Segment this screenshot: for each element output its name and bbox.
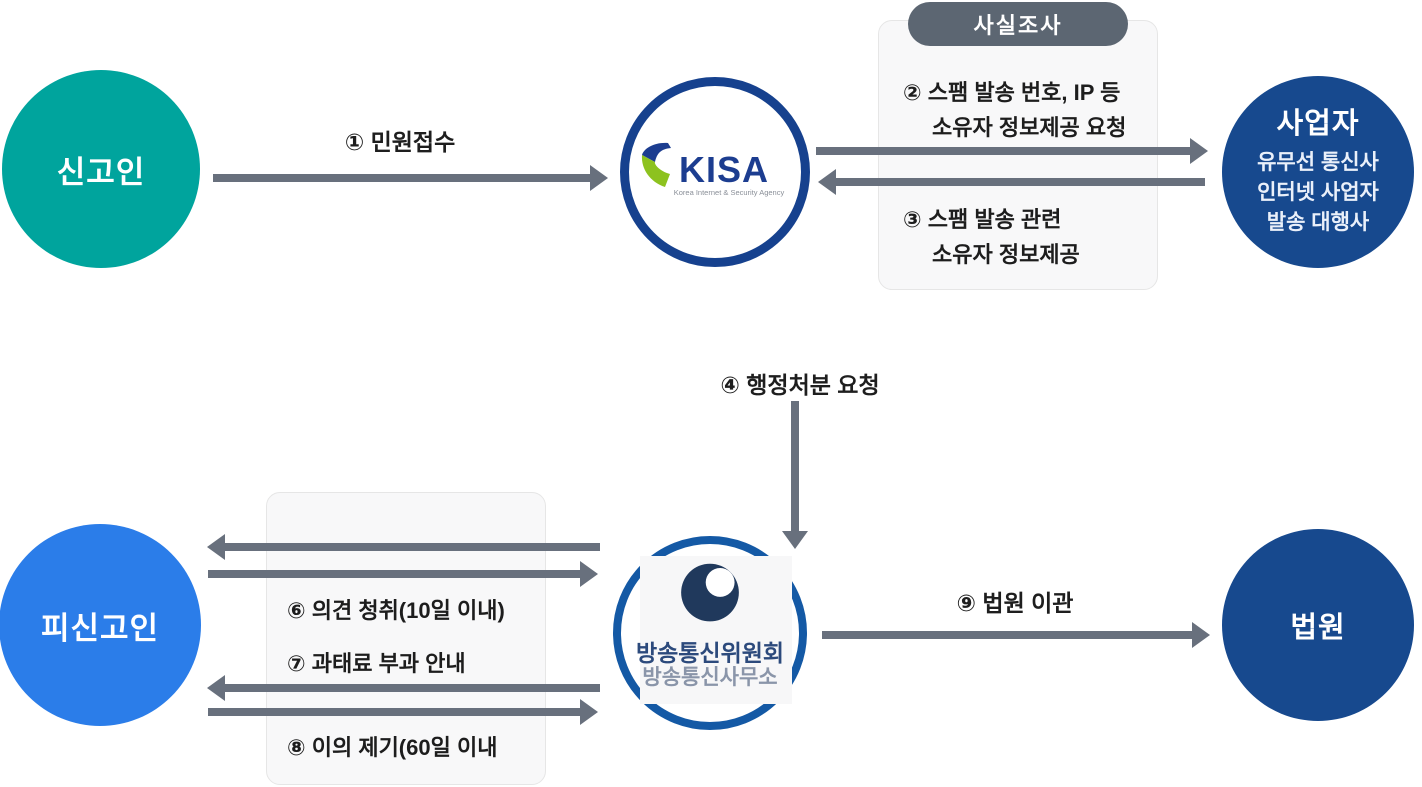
arrow-shaft (208, 708, 580, 716)
step2-line1: ② 스팸 발송 번호, IP 등 (903, 80, 1121, 105)
arrow-right-icon (580, 561, 598, 587)
sanction-procedure-box (266, 492, 546, 785)
reporter-label: 신고인 (56, 154, 146, 190)
kisa-node: KISA Korea Internet & Security Agency (620, 77, 810, 267)
arrow-shaft (816, 147, 1190, 155)
kisa-logo-icon: KISA Korea Internet & Security Agency (641, 142, 785, 197)
step1-label: ① 민원접수 (344, 129, 456, 155)
court-node: 법원 (1222, 529, 1414, 721)
kisa-subtitle: Korea Internet & Security Agency (674, 188, 785, 197)
arrow-right-icon (590, 165, 608, 191)
kcc-name: 방송통신위원회 (635, 640, 785, 666)
arrow-right-icon (1192, 622, 1210, 648)
arrow-shaft (213, 174, 590, 182)
arrow-left-icon (207, 534, 225, 560)
arrow-left-icon (207, 675, 225, 701)
business-line-telecom: 유무선 통신사 (1257, 151, 1379, 174)
fact-check-badge-label: 사실조사 (973, 13, 1063, 38)
arrow-shaft (791, 401, 799, 531)
business-line-agency: 발송 대행사 (1266, 211, 1370, 234)
step2-line2: 소유자 정보제공 요청 (932, 115, 1127, 140)
fact-check-badge: 사실조사 (908, 2, 1128, 46)
step7-label: ⑦ 과태료 부과 안내 (287, 651, 466, 676)
arrow-right-icon (580, 699, 598, 725)
reported-node: 피신고인 (0, 524, 201, 726)
arrow-shaft (225, 543, 600, 551)
arrow-shaft (836, 178, 1205, 186)
kisa-mark-blue (642, 142, 671, 162)
step9-label: ⑨ 법원 이관 (956, 590, 1074, 616)
kcc-office: 방송통신사무소 (642, 666, 778, 689)
business-line-internet: 인터넷 사업자 (1257, 181, 1379, 204)
step2-label: ② 스팸 발송 번호, IP 등 소유자 정보제공 요청 (903, 75, 1126, 145)
arrow-shaft (208, 570, 580, 578)
fact-check-box (878, 20, 1158, 290)
step3-line1: ③ 스팸 발송 관련 (903, 207, 1062, 232)
arrow-shaft (225, 684, 600, 692)
business-title: 사업자 (1276, 108, 1360, 140)
kcc-emblem-swirl (705, 567, 735, 597)
step3-line2: 소유자 정보제공 (932, 242, 1080, 267)
arrow-down-icon (782, 531, 808, 549)
reported-label: 피신고인 (40, 610, 160, 646)
kisa-mark-green (641, 155, 670, 187)
business-node: 사업자 유무선 통신사 인터넷 사업자 발송 대행사 (1222, 76, 1414, 268)
arrow-shaft (822, 631, 1192, 639)
step3-label: ③ 스팸 발송 관련 소유자 정보제공 (903, 202, 1080, 272)
court-label: 법원 (1290, 612, 1346, 644)
arrow-left-icon (818, 169, 836, 195)
kisa-wordmark: KISA (679, 149, 769, 190)
kcc-emblem-icon (681, 555, 749, 629)
arrow-right-icon (1190, 138, 1208, 164)
step6-label: ⑥ 의견 청취(10일 이내) (287, 598, 505, 623)
step4-label: ④ 행정처분 요청 (720, 372, 880, 398)
step8-label: ⑧ 이의 제기(60일 이내 (287, 735, 498, 760)
reporter-node: 신고인 (2, 70, 200, 268)
